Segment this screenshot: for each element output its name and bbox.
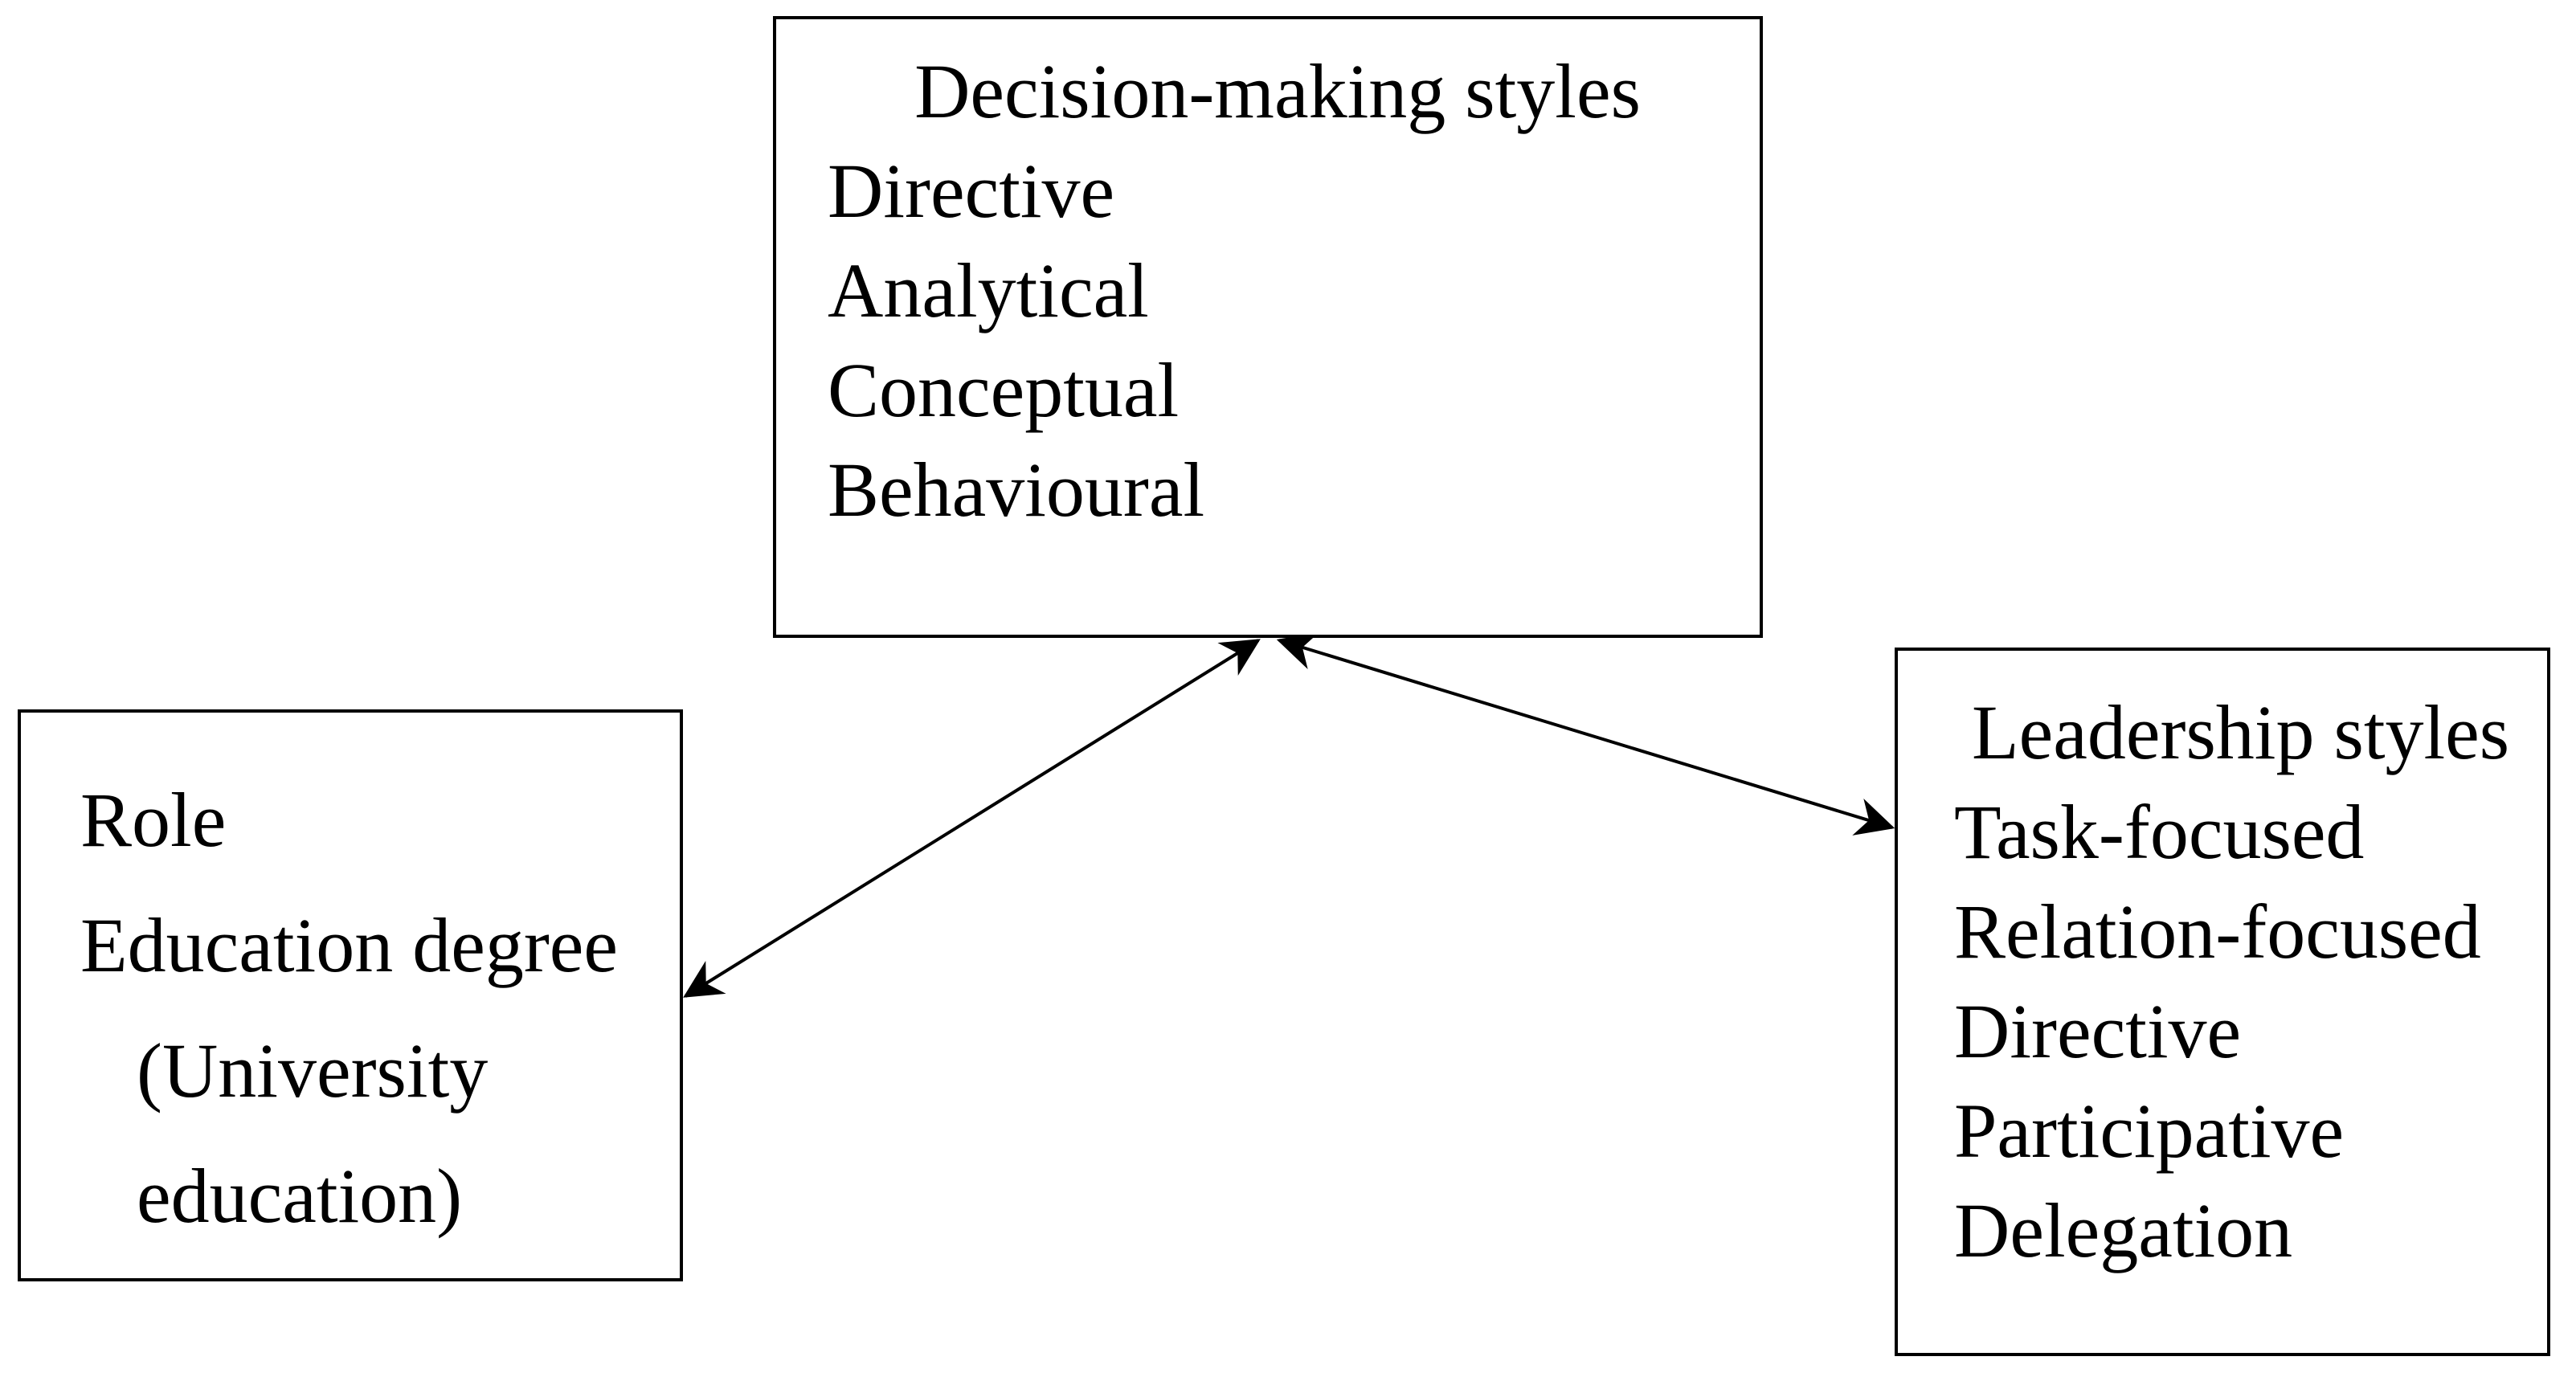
decision-item: Conceptual (828, 347, 1180, 433)
decision-item: Analytical (828, 247, 1149, 333)
education-line: education) (137, 1153, 463, 1239)
leadership-box: Leadership styles Task-focused Relation-… (1895, 648, 2550, 1356)
decision-item: Behavioural (828, 447, 1205, 533)
education-line: Education degree (80, 902, 618, 988)
leadership-item: Directive (1954, 988, 2242, 1074)
leadership-item: Relation-focused (1954, 889, 2481, 975)
arrow-leadership-decision (1276, 632, 1895, 836)
leadership-box-title: Leadership styles (1972, 689, 2510, 775)
decision-box: Decision-making styles Directive Analyti… (773, 16, 1763, 638)
education-line: (University (137, 1028, 489, 1113)
education-line: Role (80, 777, 227, 863)
leadership-item: Task-focused (1954, 789, 2365, 875)
education-box: Role Education degree (University educat… (18, 709, 683, 1281)
decision-item: Directive (828, 148, 1115, 234)
leadership-item: Participative (1954, 1088, 2345, 1174)
decision-box-title: Decision-making styles (914, 48, 1641, 134)
leadership-item: Delegation (1954, 1187, 2293, 1273)
arrow-education-decision (683, 639, 1261, 998)
